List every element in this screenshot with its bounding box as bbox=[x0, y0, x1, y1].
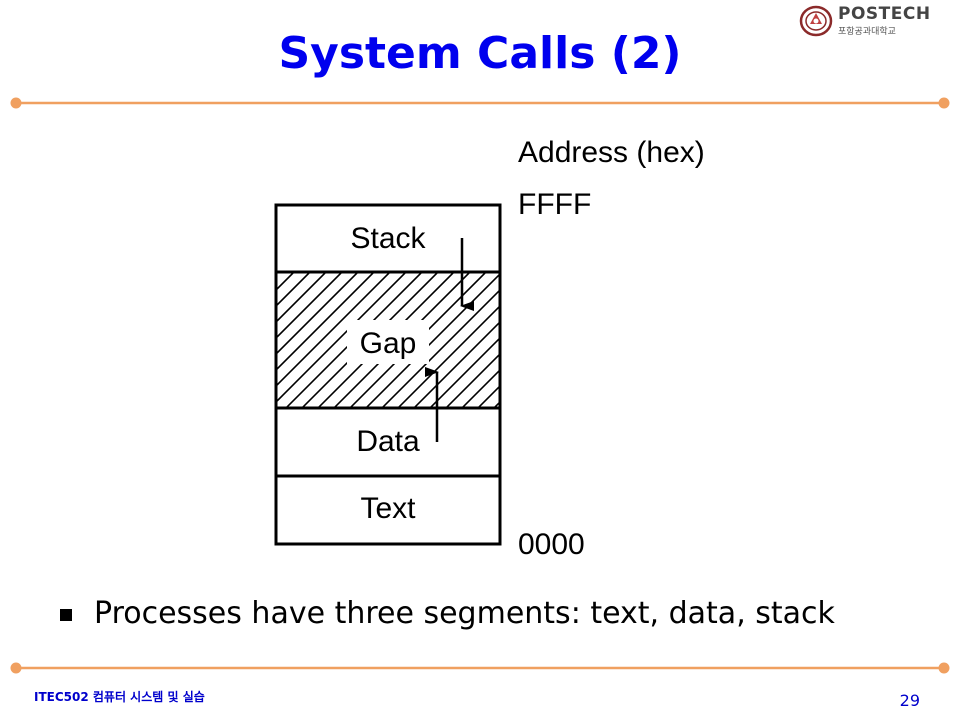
address-top: FFFF bbox=[518, 188, 591, 221]
segment-label-stack: Stack bbox=[350, 222, 426, 255]
bullet-text: Processes have three segments: text, dat… bbox=[94, 596, 835, 631]
segment-label-text: Text bbox=[360, 492, 416, 525]
logo-name: POSTECH bbox=[838, 4, 931, 24]
slide-title: System Calls (2) bbox=[278, 28, 682, 79]
logo-subtitle: 포항공과대학교 bbox=[838, 27, 896, 37]
memory-outline bbox=[274, 203, 502, 546]
bullet-item: Processes have three segments: text, dat… bbox=[60, 596, 835, 631]
footer-course-name: ITEC502 컴퓨터 시스템 및 실습 bbox=[34, 690, 205, 704]
page-number: 29 bbox=[899, 691, 920, 710]
university-emblem-icon bbox=[799, 5, 833, 37]
gap-label-backdrop bbox=[347, 320, 429, 364]
square-bullet-icon bbox=[60, 608, 72, 621]
postech-logo: POSTECH 포항공과대학교 bbox=[798, 4, 931, 38]
bottom-divider bbox=[10, 662, 950, 674]
address-bottom: 0000 bbox=[518, 528, 585, 561]
gap-hatch-pattern bbox=[277, 273, 499, 407]
segment-label-data: Data bbox=[356, 425, 420, 458]
top-divider bbox=[10, 97, 950, 109]
segment-label-gap: Gap bbox=[360, 327, 417, 360]
address-header: Address (hex) bbox=[518, 136, 705, 169]
